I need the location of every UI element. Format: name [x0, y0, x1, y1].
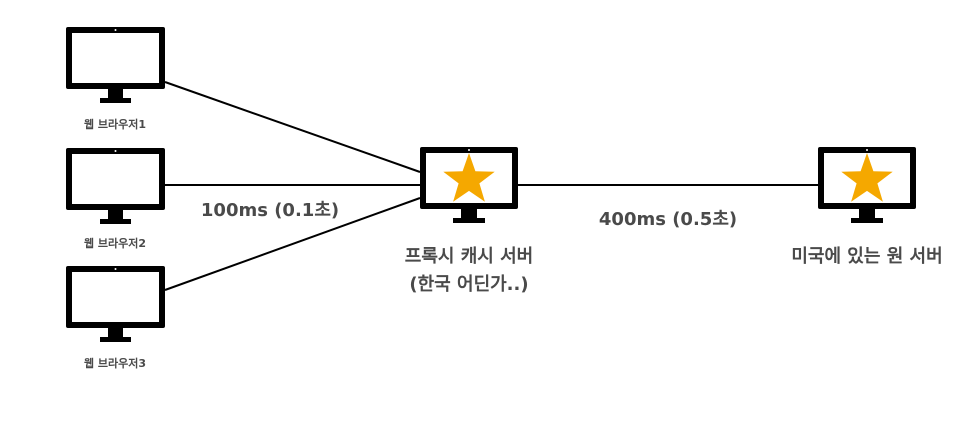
- origin-star-icon: [841, 153, 893, 202]
- browser-2-label: 웹 브라우저2: [84, 236, 146, 250]
- browser-1-monitor-icon: [66, 27, 165, 103]
- proxy-star-icon: [443, 153, 495, 202]
- link-browser1-proxy: [164, 81, 421, 173]
- browser-2-monitor-icon: [66, 148, 165, 224]
- proxy-label-line1: 프록시 캐시 서버: [405, 246, 533, 267]
- browser-3-monitor-icon: [66, 266, 165, 342]
- browser-3-label: 웹 브라우저3: [84, 356, 146, 370]
- proxy-label-line2: (한국 어딘가..): [409, 274, 528, 295]
- origin-label: 미국에 있는 원 서버: [791, 246, 942, 267]
- latency-proxy-origin: 400ms (0.5초): [599, 209, 737, 230]
- proxy-server-monitor-icon: [420, 147, 518, 223]
- origin-server-monitor-icon: [818, 147, 916, 223]
- latency-browser-proxy: 100ms (0.1초): [201, 200, 339, 221]
- link-browser3-proxy: [164, 197, 421, 291]
- browser-1-label: 웹 브라우저1: [84, 117, 146, 131]
